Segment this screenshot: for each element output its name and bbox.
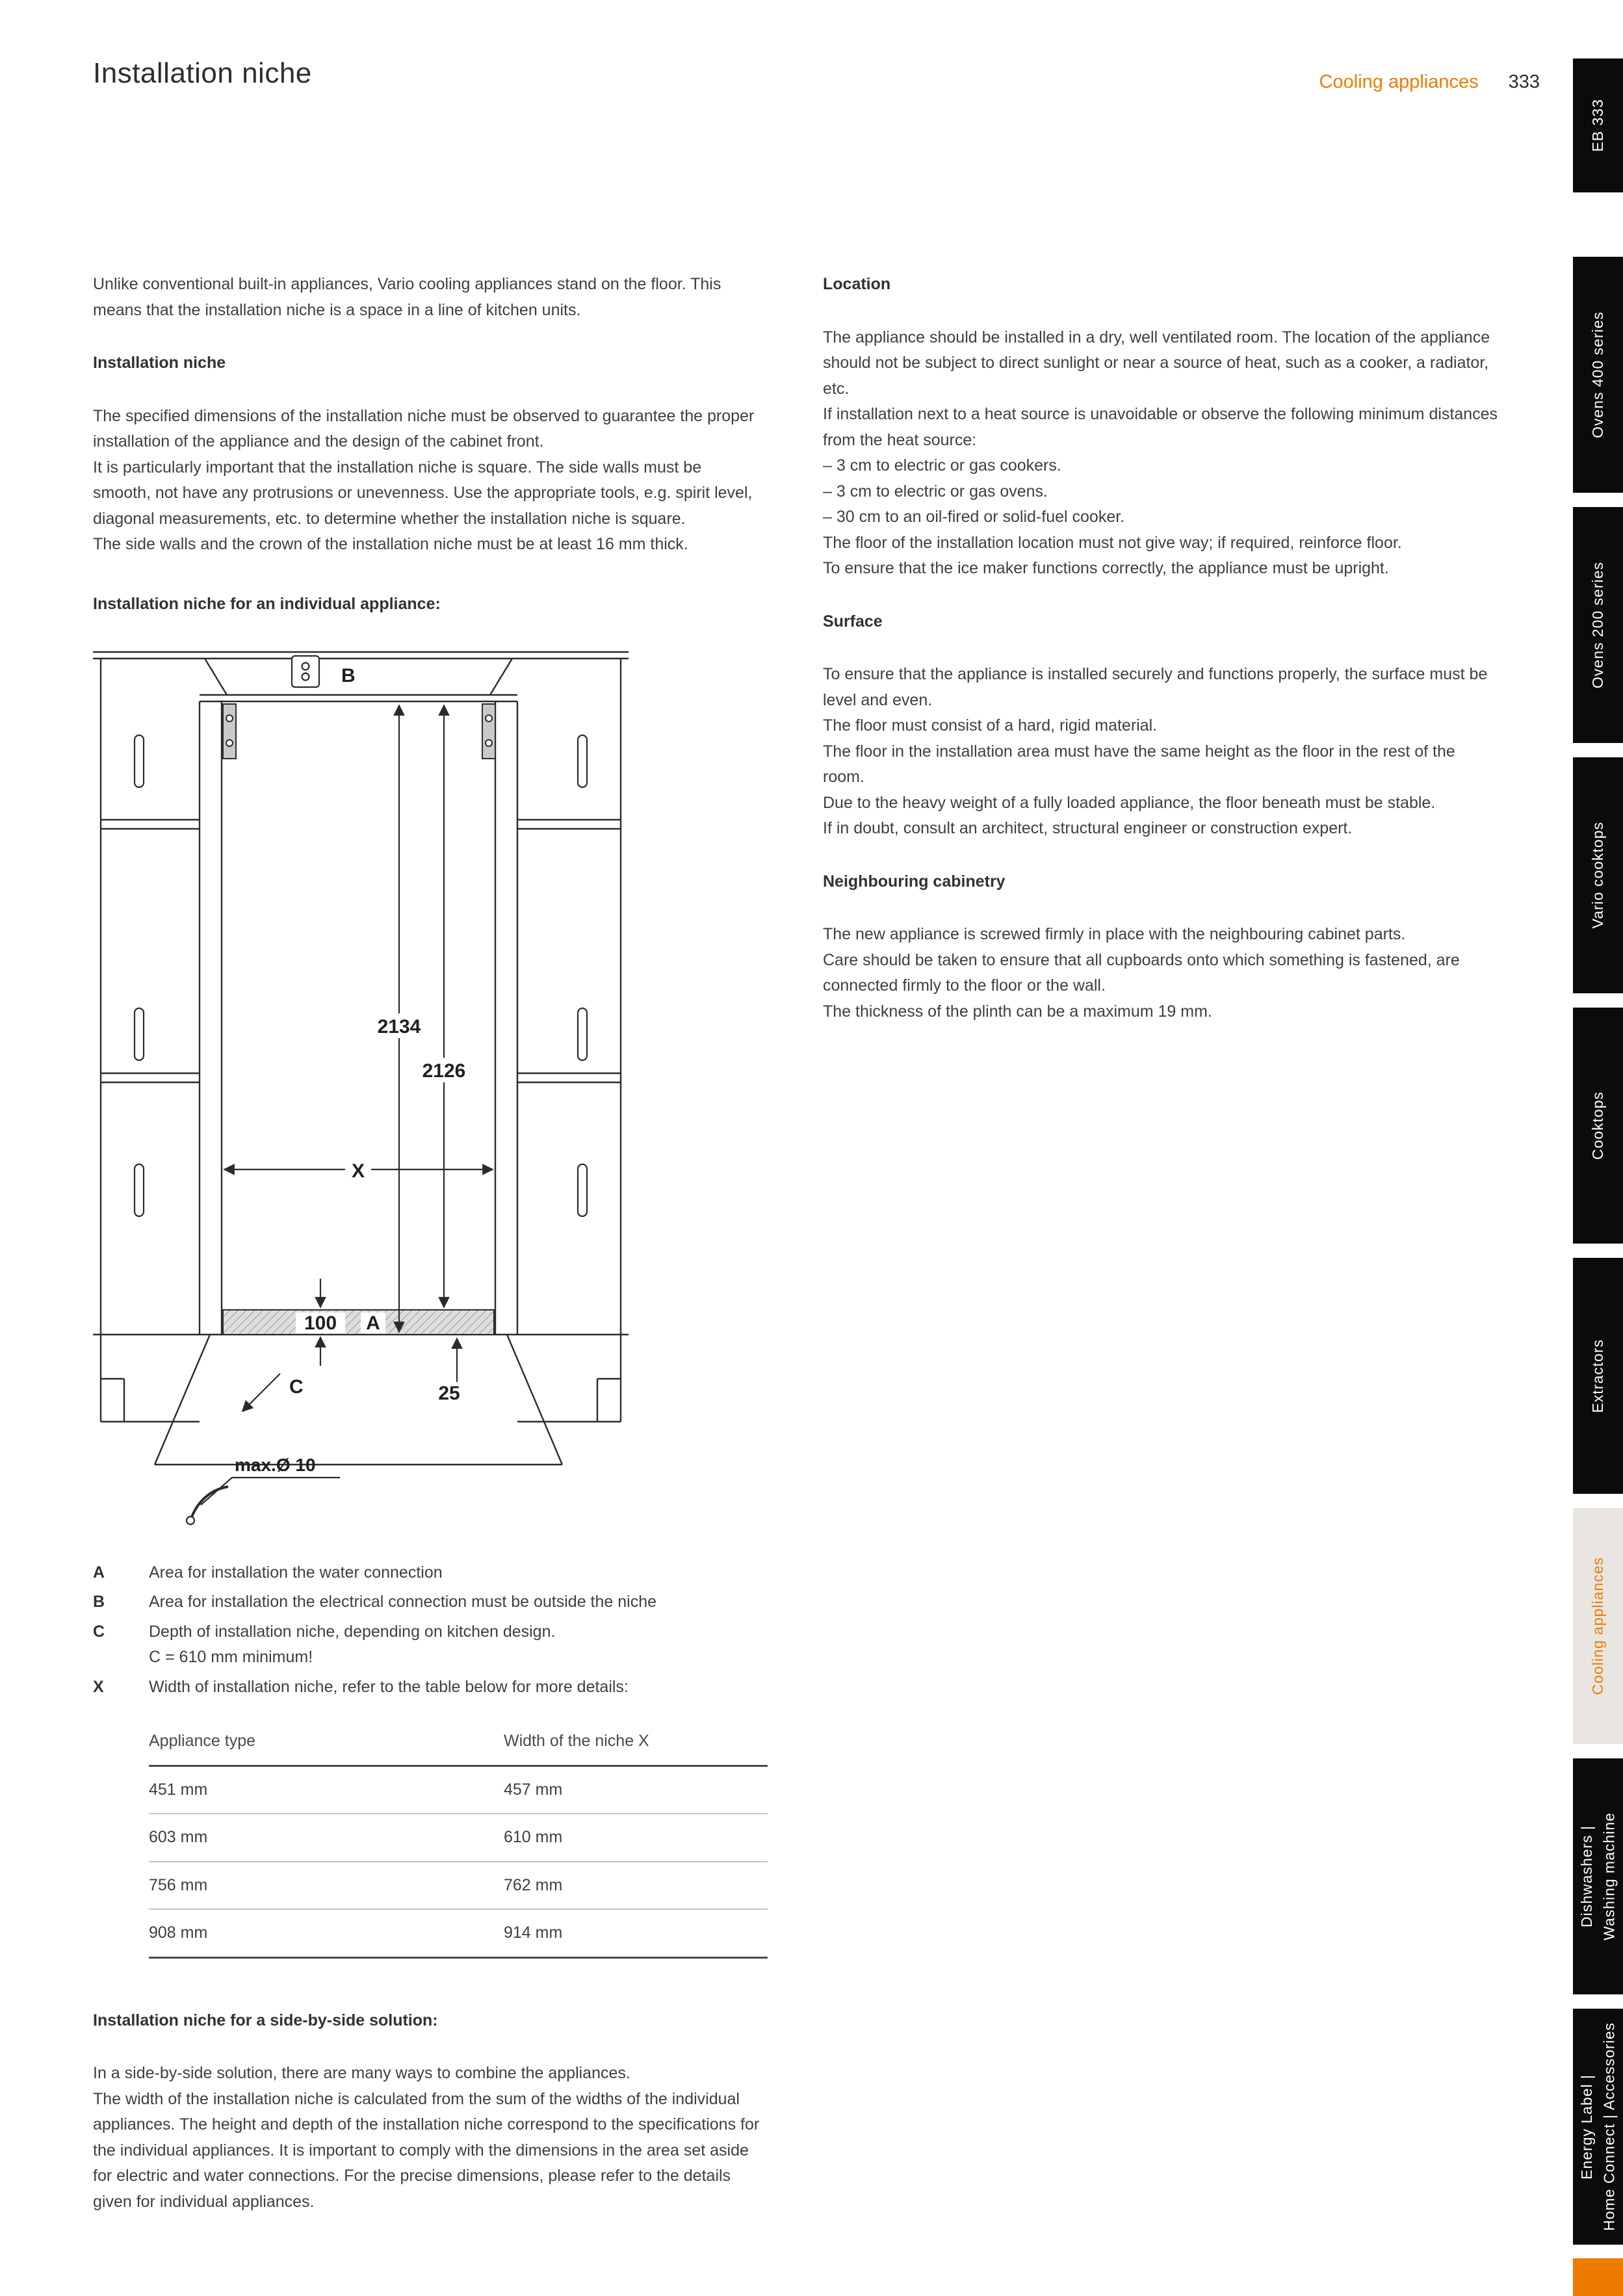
table-row: 756 mm 762 mm — [149, 1861, 768, 1910]
dimension-2134: 2134 — [371, 704, 427, 1333]
sidebar-tab-label: Energy Label | Home Connect | Accessorie… — [1578, 2022, 1618, 2231]
diagram-label-x: X — [352, 1160, 365, 1182]
individual-niche-heading: Installation niche for an individual app… — [93, 594, 441, 613]
page-number: 333 — [1508, 72, 1540, 92]
dimension-x: X — [223, 1156, 494, 1182]
sidebar-tab-label: Ovens 400 series — [1589, 311, 1607, 438]
door-handles — [133, 734, 588, 1218]
header-right: Cooling appliances 333 — [1319, 72, 1540, 93]
niche-paragraph: The specified dimensions of the installa… — [93, 406, 755, 554]
location-paragraph: The appliance should be installed in a d… — [823, 328, 1498, 578]
legend-text-a: Area for installation the water connecti… — [149, 1563, 443, 1582]
location-heading: Location — [823, 275, 891, 293]
legend-text-b: Area for installation the electrical con… — [149, 1593, 657, 1611]
sidebar-tab-eb333[interactable]: EB 333 — [1573, 59, 1623, 192]
sidebar-tab-energy-label-home-connect-accessories[interactable]: Energy Label | Home Connect | Accessorie… — [1573, 2009, 1623, 2245]
water-hole-callout: max.Ø 10 — [185, 1455, 340, 1526]
section-tab-sidebar: EB 333 Ovens 400 series Ovens 200 series… — [1573, 0, 1623, 2296]
diagram-linework — [93, 651, 629, 1466]
section-label: Cooling appliances — [1319, 72, 1479, 92]
legend-item-b: B Area for installation the electrical c… — [93, 1589, 762, 1615]
surface-paragraph: To ensure that the appliance is installe… — [823, 665, 1488, 837]
legend-text-c: Depth of installation niche, depending o… — [149, 1622, 556, 1667]
sidebar-tab-cooling-appliances[interactable]: Cooling appliances — [1573, 1508, 1623, 1744]
diagram-legend: A Area for installation the water connec… — [93, 1560, 762, 1701]
sidebar-tab-label: EB 333 — [1589, 99, 1607, 152]
brand-corner-marker — [1573, 2258, 1623, 2296]
niche-diagram-svg: B 2134 2126 X — [93, 651, 629, 1526]
surface-heading: Surface — [823, 612, 883, 631]
right-column: Location The appliance should be install… — [823, 272, 1500, 1052]
legend-key-a: A — [93, 1563, 105, 1582]
legend-key-c: C — [93, 1622, 105, 1641]
table-row: 451 mm 457 mm — [149, 1766, 768, 1814]
sidebar-tab-ovens-200-series[interactable]: Ovens 200 series — [1573, 507, 1623, 743]
cabinetry-paragraph: The new appliance is screwed firmly in p… — [823, 925, 1460, 1021]
niche-heading: Installation niche — [93, 354, 226, 372]
page-title: Installation niche — [93, 57, 312, 89]
legend-item-x: X Width of installation niche, refer to … — [93, 1675, 762, 1701]
dimension-100: 100 A — [296, 1279, 385, 1366]
dimension-25: 25 — [438, 1337, 463, 1404]
table-header-appliance-type: Appliance type — [149, 1722, 504, 1767]
table-cell: 756 mm — [149, 1861, 504, 1910]
diagram-label-max-hole: max.Ø 10 — [235, 1455, 316, 1475]
sidebar-tab-dishwashers-washing-machine[interactable]: Dishwashers | Washing machine — [1573, 1758, 1623, 1994]
sidebar-tab-vario-cooktops[interactable]: Vario cooktops — [1573, 757, 1623, 993]
sidebar-tab-label: Ovens 200 series — [1589, 562, 1607, 688]
dimension-2126: 2126 — [416, 704, 472, 1309]
legend-text-x: Width of installation niche, refer to th… — [149, 1677, 629, 1696]
intro-paragraph: Unlike conventional built-in appliances,… — [93, 275, 721, 319]
table-cell: 603 mm — [149, 1814, 504, 1862]
table-header-niche-width: Width of the niche X — [504, 1722, 768, 1767]
left-column: Unlike conventional built-in appliances,… — [93, 272, 768, 2242]
table-cell: 762 mm — [504, 1861, 768, 1910]
diagram-label-a: A — [366, 1312, 380, 1334]
legend-item-a: A Area for installation the water connec… — [93, 1560, 762, 1586]
electrical-outlet-icon — [291, 655, 320, 688]
side-by-side-heading: Installation niche for a side-by-side so… — [93, 2011, 438, 2029]
sidebar-tab-label: Dishwashers | Washing machine — [1578, 1812, 1618, 1940]
table-cell: 457 mm — [504, 1766, 768, 1814]
water-connection-strip — [222, 1309, 495, 1335]
table-cell: 914 mm — [504, 1909, 768, 1959]
sidebar-tab-extractors[interactable]: Extractors — [1573, 1258, 1623, 1494]
diagram-label-2126: 2126 — [422, 1060, 466, 1082]
sidebar-tab-label: Cooktops — [1589, 1091, 1607, 1160]
diagram-label-b: B — [341, 665, 356, 686]
table-row: 603 mm 610 mm — [149, 1814, 768, 1862]
diagram-label-100: 100 — [304, 1312, 337, 1334]
table-row: 908 mm 914 mm — [149, 1909, 768, 1959]
sidebar-tab-label: Cooling appliances — [1589, 1557, 1607, 1695]
niche-width-table: Appliance type Width of the niche X 451 … — [149, 1722, 768, 1959]
sidebar-tab-label: Extractors — [1589, 1338, 1607, 1413]
sidebar-tab-label: Vario cooktops — [1589, 822, 1607, 929]
sidebar-tab-ovens-400-series[interactable]: Ovens 400 series — [1573, 257, 1623, 493]
diagram-label-25: 25 — [438, 1383, 460, 1404]
legend-item-c: C Depth of installation niche, depending… — [93, 1619, 762, 1671]
legend-key-x: X — [93, 1677, 104, 1696]
table-header-row: Appliance type Width of the niche X — [149, 1722, 768, 1767]
dimension-c: C — [241, 1373, 304, 1413]
table-cell: 451 mm — [149, 1766, 504, 1814]
side-by-side-paragraph: In a side-by-side solution, there are ma… — [93, 2064, 760, 2211]
sidebar-tab-cooktops[interactable]: Cooktops — [1573, 1008, 1623, 1244]
table-cell: 610 mm — [504, 1814, 768, 1862]
diagram-label-c: C — [289, 1376, 304, 1398]
legend-key-b: B — [93, 1593, 105, 1611]
mounting-brackets — [222, 703, 496, 759]
installation-diagram: B 2134 2126 X — [93, 644, 762, 1537]
cabinetry-heading: Neighbouring cabinetry — [823, 872, 1006, 891]
diagram-label-2134: 2134 — [378, 1016, 421, 1037]
table-cell: 908 mm — [149, 1909, 504, 1959]
